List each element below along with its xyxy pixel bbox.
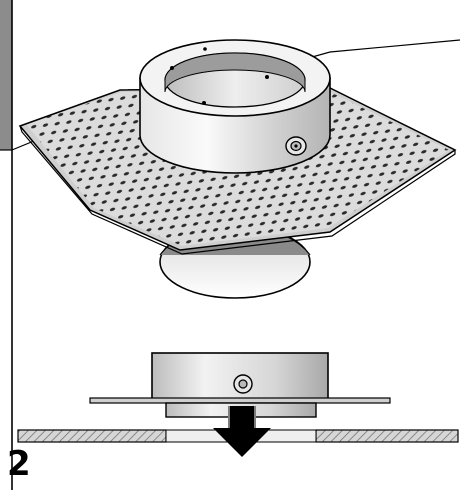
mounting-ring-side-view <box>89 352 391 418</box>
mounting-ring-top-view <box>139 39 331 174</box>
down-arrow-icon <box>213 406 271 457</box>
step-number: 2 <box>7 444 31 484</box>
set-screw-icon <box>285 136 307 156</box>
set-screw-icon <box>233 374 253 394</box>
